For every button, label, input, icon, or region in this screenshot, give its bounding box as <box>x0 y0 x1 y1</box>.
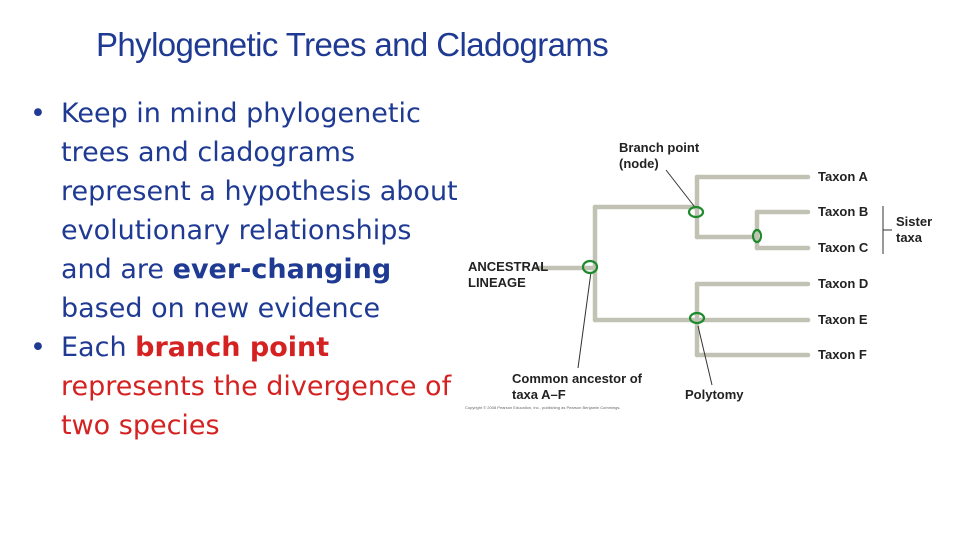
sister-taxa-label: Sister <box>896 214 932 229</box>
bullet-dot-icon: • <box>30 98 46 129</box>
taxon-label: Taxon F <box>818 347 867 362</box>
ancestral-lineage-label: ANCESTRAL <box>468 259 548 274</box>
taxon-label: Taxon D <box>818 276 868 291</box>
bullet-emphasis: branch point <box>135 332 330 363</box>
ancestral-lineage-label: LINEAGE <box>468 275 526 290</box>
node-marker-icon <box>751 228 763 244</box>
phylogenetic-tree-diagram: Branch point (node) ANCESTRAL LINEAGE Co… <box>465 140 932 410</box>
polytomy-label: Polytomy <box>685 387 744 402</box>
common-ancestor-label: Common ancestor of <box>512 371 643 386</box>
bullet-text: represents the divergence of two species <box>61 371 452 441</box>
sister-taxa-label: taxa <box>896 230 923 245</box>
common-ancestor-pointer <box>577 271 592 369</box>
taxon-label: Taxon C <box>818 240 869 255</box>
slide-title: Phylogenetic Trees and Cladograms <box>96 26 609 63</box>
copyright-notice: Copyright © 2008 Pearson Education, Inc.… <box>465 405 620 410</box>
bullet-item: • Each branch point represents the diverg… <box>30 328 470 445</box>
bullet-item: • Keep in mind phylogenetic trees and cl… <box>30 94 470 328</box>
node-marker-icon <box>687 205 705 219</box>
bullet-emphasis: ever-changing <box>172 254 392 285</box>
bullet-text: Each <box>61 332 136 363</box>
common-ancestor-label: taxa A–F <box>512 387 566 402</box>
bullet-text: Keep in mind phylogenetic trees and clad… <box>61 98 458 285</box>
node-marker-icon <box>688 311 706 325</box>
taxon-label: Taxon A <box>818 169 868 184</box>
node-marker-icon <box>581 259 599 275</box>
node-markers <box>581 205 763 325</box>
bullet-dot-icon: • <box>30 332 46 363</box>
branch-point-label: Branch point <box>619 140 700 155</box>
tree-branches <box>534 174 811 358</box>
taxon-label: Taxon E <box>818 312 868 327</box>
taxon-label: Taxon B <box>818 204 868 219</box>
polytomy-pointer <box>697 325 713 386</box>
pointer-lines <box>577 169 892 386</box>
bullet-text: based on new evidence <box>61 293 381 324</box>
bullet-list: • Keep in mind phylogenetic trees and cl… <box>30 94 470 445</box>
branch-point-label: (node) <box>619 156 659 171</box>
branch-point-pointer <box>665 169 695 207</box>
